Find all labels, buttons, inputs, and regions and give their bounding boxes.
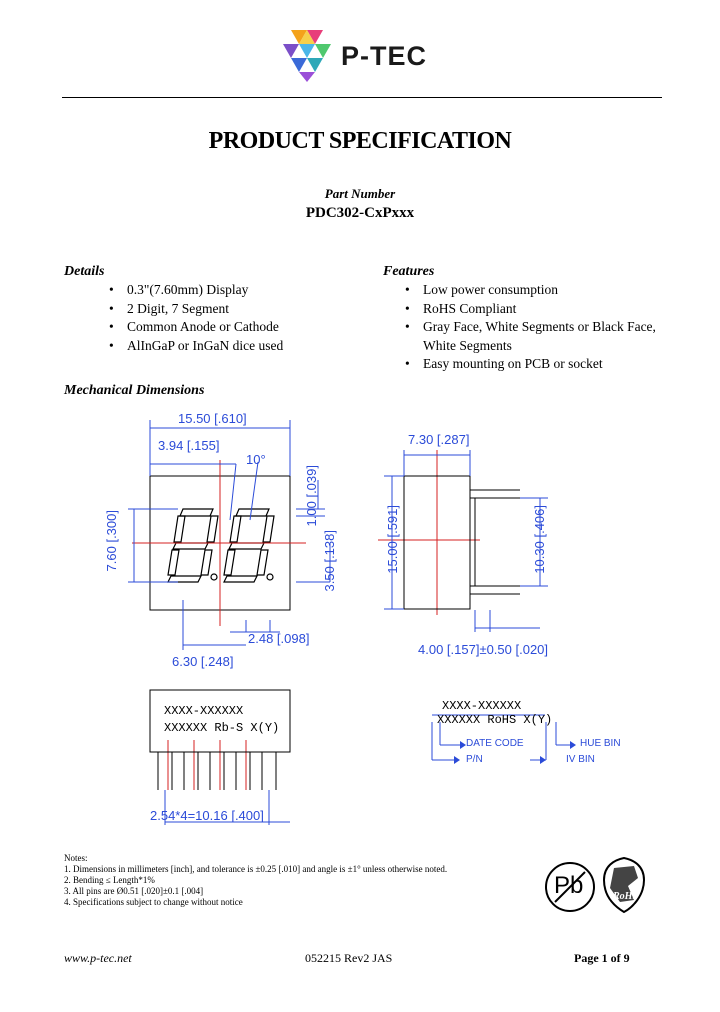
list-item: 2 Digit, 7 Segment bbox=[109, 300, 349, 319]
part-number: PDC302-CxPxxx bbox=[305, 205, 415, 221]
note-item: 1. Dimensions in millimeters [inch], and… bbox=[64, 864, 448, 874]
list-item: Common Anode or Cathode bbox=[109, 318, 349, 337]
footer-revision: 052215 Rev2 JAS bbox=[305, 951, 393, 965]
details-heading: Details bbox=[64, 264, 105, 279]
logo: P-TEC bbox=[283, 26, 443, 82]
footer-page: Page 1 of 9 bbox=[574, 951, 630, 965]
list-item: Easy mounting on PCB or socket bbox=[405, 355, 675, 374]
digit-1 bbox=[167, 508, 219, 583]
digit-2 bbox=[223, 508, 275, 583]
marking-line2: XXXXXX RoHS X(Y) bbox=[437, 713, 553, 727]
notes-heading: Notes: bbox=[64, 853, 88, 863]
list-item: Low power consumption bbox=[405, 281, 675, 300]
mechanical-drawing bbox=[128, 420, 576, 825]
features-heading: Features bbox=[383, 264, 435, 279]
note-item: 2. Bending ≤ Length*1% bbox=[64, 875, 155, 885]
part-number-label: Part Number bbox=[324, 186, 396, 201]
logo-mark-icon bbox=[283, 30, 331, 82]
side-view-body bbox=[403, 475, 471, 610]
page-title: PRODUCT SPECIFICATION bbox=[208, 128, 512, 154]
header-rule bbox=[62, 97, 662, 98]
notes: Notes: 1. Dimensions in millimeters [inc… bbox=[64, 853, 534, 908]
note-item: 4. Specifications subject to change with… bbox=[64, 897, 243, 907]
list-item: 0.3"(7.60mm) Display bbox=[109, 281, 349, 300]
marking-line1: XXXX-XXXXXX bbox=[442, 699, 522, 713]
label-view-body bbox=[149, 689, 291, 753]
front-label-line1: XXXX-XXXXXX bbox=[164, 704, 244, 718]
note-item: 3. All pins are Ø0.51 [.020]±0.1 [.004] bbox=[64, 886, 204, 896]
details-list: 0.3"(7.60mm) Display 2 Digit, 7 Segment … bbox=[109, 281, 349, 355]
list-item-text: Gray Face, White Segments or Black Face, bbox=[423, 319, 656, 334]
list-item: Gray Face, White Segments or Black Face,… bbox=[405, 318, 675, 355]
logo-text: P-TEC bbox=[341, 41, 427, 71]
list-item: RoHS Compliant bbox=[405, 300, 675, 319]
footer-website[interactable]: www.p-tec.net bbox=[64, 951, 132, 965]
front-label-line2: XXXXXX Rb-S X(Y) bbox=[164, 721, 280, 735]
rohs-badge-text: RoHS bbox=[613, 891, 639, 902]
rohs-badge: RoHS bbox=[600, 856, 648, 914]
mechanical-heading: Mechanical Dimensions bbox=[64, 383, 205, 398]
list-item-continuation: White Segments bbox=[423, 337, 512, 353]
pb-badge-text: Pb bbox=[554, 872, 584, 899]
list-item: AlInGaP or InGaN dice used bbox=[109, 337, 349, 356]
pb-free-badge: Pb bbox=[545, 862, 595, 912]
features-list: Low power consumption RoHS Compliant Gra… bbox=[405, 281, 675, 374]
